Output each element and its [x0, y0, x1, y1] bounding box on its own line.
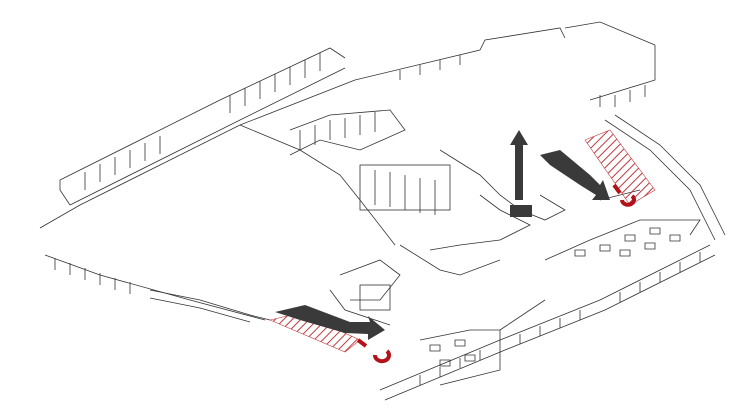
flow-arrow-icon: [540, 150, 610, 200]
circulation-graphics: [269, 129, 656, 364]
perimeter-left: [39, 79, 356, 229]
plan-linework: [39, 21, 726, 401]
perimeter-top: [354, 27, 566, 81]
perimeter-bottom: [379, 244, 711, 391]
flow-arrow-icon: [275, 305, 385, 340]
left-wing-top: [59, 47, 346, 181]
perimeter-right: [604, 119, 716, 241]
up-arrow-icon: [510, 130, 528, 200]
hatch-area-upper: [584, 129, 656, 206]
circulation-symbol-icon: [356, 183, 636, 364]
left-wing-bottom: [69, 67, 346, 206]
